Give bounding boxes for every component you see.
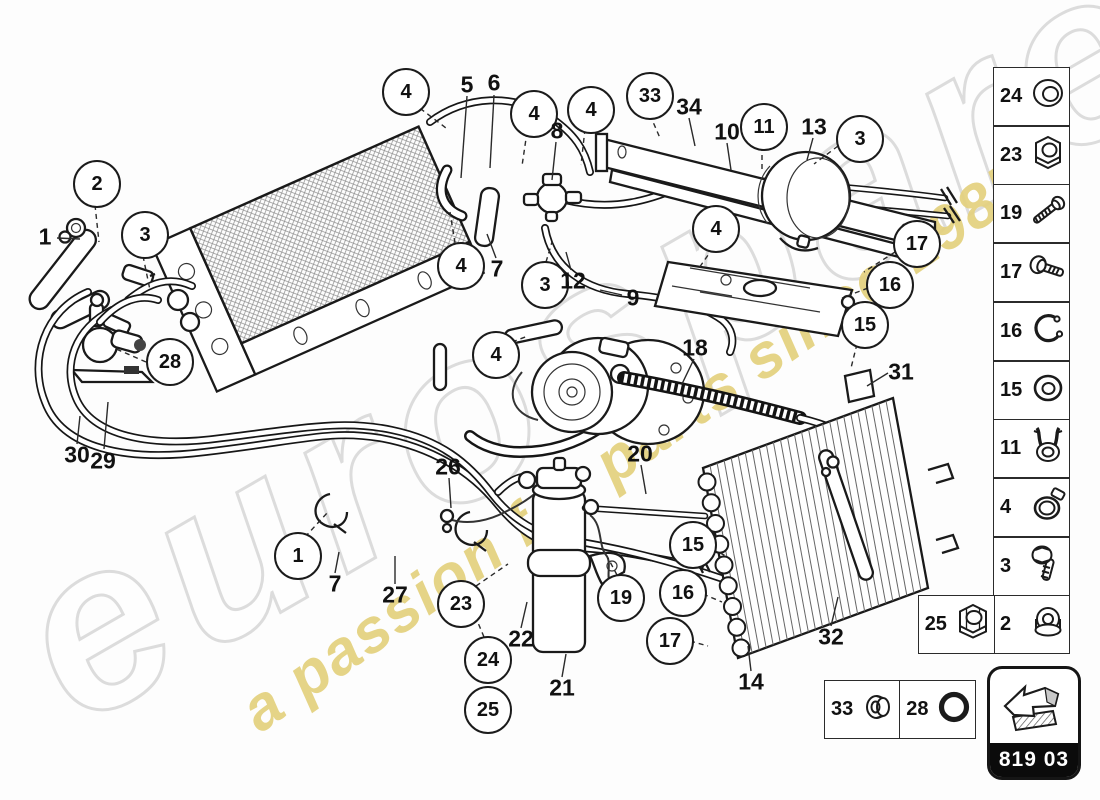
callout-label-18: 18 — [682, 334, 708, 361]
callout-label-5: 5 — [460, 71, 474, 98]
legend-cell-2: 2 — [993, 595, 1070, 655]
callout-circle-1: 1 — [274, 532, 322, 580]
callout-circle-4: 4 — [472, 331, 520, 379]
nut-icon — [1035, 135, 1061, 169]
part-code-text: 819 03 — [990, 743, 1078, 777]
callout-circle-16: 16 — [866, 261, 914, 309]
callout-circle-25: 25 — [464, 686, 512, 734]
condenser — [697, 368, 960, 660]
callout-circle-17: 17 — [646, 617, 694, 665]
callout-label-34: 34 — [676, 93, 702, 120]
callout-label-10: 10 — [714, 118, 740, 145]
callout-circle-3: 3 — [121, 211, 169, 259]
legend-cell-16: 16 — [993, 301, 1070, 361]
callout-label-20: 20 — [627, 440, 653, 467]
pin-and-rod — [432, 319, 564, 392]
direction-arrow-glyph — [1003, 684, 1060, 732]
o-ring-icon — [939, 691, 970, 723]
cap-nut-icon — [866, 695, 890, 719]
hex-screw-icon — [1031, 545, 1055, 581]
compressor — [511, 336, 706, 446]
callout-circle-3: 3 — [836, 115, 884, 163]
callout-label-1: 1 — [38, 223, 52, 250]
callout-circle-4: 4 — [382, 68, 430, 116]
callout-label-27: 27 — [382, 581, 408, 608]
callout-label-32: 32 — [818, 623, 844, 650]
legend-cell-number: 23 — [1000, 143, 1023, 166]
flange-nut-icon — [1034, 607, 1062, 637]
legend-cell-24: 24 — [993, 67, 1070, 126]
callout-label-22: 22 — [508, 625, 534, 652]
callout-circle-15: 15 — [841, 301, 889, 349]
callout-circle-24: 24 — [464, 636, 512, 684]
spring-clamp-icon — [1033, 427, 1063, 463]
callout-circle-16: 16 — [659, 569, 707, 617]
legend-cell-19: 19 — [993, 184, 1070, 244]
legend-cell-number: 4 — [1000, 495, 1012, 518]
legend-cell-25: 25 — [917, 595, 995, 655]
callout-label-9: 9 — [626, 284, 640, 311]
long-screw-icon — [1032, 196, 1066, 225]
callout-circle-19: 19 — [597, 574, 645, 622]
legend-cell-number: 17 — [1000, 261, 1023, 284]
legend-cell-number: 2 — [1000, 613, 1012, 636]
bolt-icon — [1029, 255, 1065, 277]
callout-circle-17: 17 — [893, 220, 941, 268]
callout-circle-28: 28 — [146, 338, 194, 386]
grommet-icon — [1033, 374, 1063, 401]
callout-circle-2: 2 — [73, 160, 121, 208]
service-valve — [69, 292, 155, 384]
callout-circle-33: 33 — [626, 72, 674, 120]
callout-label-31: 31 — [888, 358, 914, 385]
legend-cell-number: 3 — [1000, 554, 1012, 577]
callout-label-6: 6 — [487, 69, 501, 96]
callout-circle-23: 23 — [437, 580, 485, 628]
circlip-icon — [1034, 313, 1064, 343]
callout-label-7: 7 — [328, 570, 342, 597]
callout-circle-4: 4 — [692, 205, 740, 253]
lock-nut-icon — [958, 604, 987, 639]
legend-cell-number: 11 — [1000, 437, 1022, 460]
legend-cell-number: 15 — [1000, 378, 1023, 401]
callout-label-29: 29 — [90, 447, 116, 474]
legend-cell-11: 11 — [993, 419, 1070, 479]
callout-label-26: 26 — [435, 453, 461, 480]
legend-cell-number: 28 — [906, 698, 929, 720]
callout-label-30: 30 — [64, 441, 90, 468]
callout-label-12: 12 — [560, 267, 586, 294]
legend-cell-4: 4 — [993, 477, 1070, 537]
callout-circle-15: 15 — [669, 521, 717, 569]
evaporator-fittings — [121, 263, 201, 333]
callout-label-7: 7 — [490, 255, 504, 282]
legend-cell-number: 19 — [1000, 202, 1023, 225]
leader-lines — [56, 94, 896, 678]
direction-arrow-icon — [990, 669, 1078, 743]
callout-circle-4: 4 — [567, 86, 615, 134]
legend-cell-28: 28 — [899, 680, 977, 739]
legend-cell-number: 16 — [1000, 319, 1023, 342]
callout-label-13: 13 — [801, 113, 827, 140]
hose-clamp-icon — [1033, 487, 1066, 520]
callout-label-14: 14 — [738, 668, 764, 695]
washer-icon — [1033, 79, 1063, 107]
legend-cell-number: 24 — [1000, 85, 1023, 107]
legend-cell-15: 15 — [993, 360, 1070, 420]
legend-cell-17: 17 — [993, 243, 1070, 303]
part-code-badge: 819 03 — [987, 666, 1081, 780]
water-valve — [473, 172, 583, 248]
legend-cell-33: 33 — [824, 680, 901, 739]
callout-label-8: 8 — [550, 117, 564, 144]
callout-circle-11: 11 — [740, 103, 788, 151]
legend-cell-3: 3 — [993, 536, 1070, 596]
callout-circle-3: 3 — [521, 261, 569, 309]
callout-label-21: 21 — [549, 674, 575, 701]
callout-circle-4: 4 — [437, 242, 485, 290]
legend-cell-number: 33 — [831, 698, 854, 720]
vacuum-canister — [757, 150, 852, 252]
callout-circle-4: 4 — [510, 90, 558, 138]
legend-cell-23: 23 — [993, 125, 1070, 185]
legend-cell-number: 25 — [924, 613, 947, 636]
